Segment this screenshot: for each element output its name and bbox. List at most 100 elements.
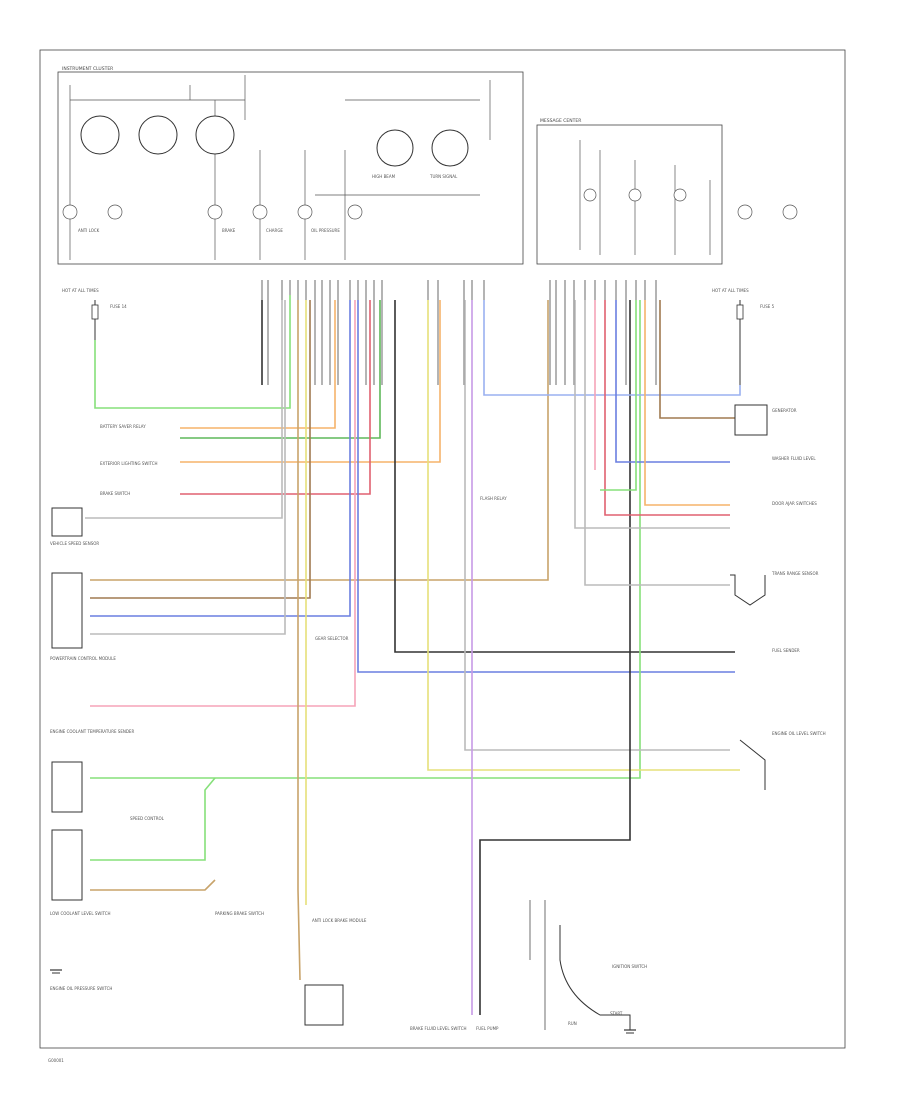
diagram-frame xyxy=(39,49,846,1049)
gauge-oil xyxy=(195,115,235,155)
label-pcm: POWERTRAIN CONTROL MODULE xyxy=(50,656,116,661)
cluster-label-2: BRAKE xyxy=(222,228,236,233)
wire-blue-washer xyxy=(615,300,730,463)
lamp-mc-5 xyxy=(782,204,798,220)
lamp-mc-1 xyxy=(583,188,597,202)
gauge-tachometer xyxy=(431,129,469,167)
left-fuse: HOT AT ALL TIMES FUSE 14 xyxy=(62,288,127,340)
wire-gray-trans xyxy=(584,300,730,586)
lamp-2 xyxy=(107,204,123,220)
label-ext-lighting: EXTERIOR LIGHTING SWITCH xyxy=(100,461,158,466)
label-gear-selector: GEAR SELECTOR xyxy=(315,636,349,641)
label-door: DOOR AJAR SWITCHES xyxy=(772,501,817,506)
label-ignition: IGNITION SWITCH xyxy=(612,964,647,969)
wire-green-battery xyxy=(180,300,381,439)
label-trans: TRANS RANGE SENSOR xyxy=(771,571,819,576)
wire-lightblue-msg xyxy=(483,300,741,396)
gauge-fuel xyxy=(138,115,178,155)
left-hot-label: HOT AT ALL TIMES xyxy=(62,288,99,293)
lamp-mc-2 xyxy=(628,188,642,202)
label-start: START xyxy=(610,1011,623,1016)
wire-black-gear xyxy=(394,300,735,653)
oil-switch-symbol xyxy=(739,739,766,790)
wire-pink-brake xyxy=(180,300,371,495)
wire-tan-lowcoolant xyxy=(90,879,216,891)
ground-symbols xyxy=(50,969,636,1034)
wire-tan-pcm2 xyxy=(90,300,311,599)
cluster-label-1: ANTI LOCK xyxy=(78,228,100,233)
instrument-cluster-box xyxy=(57,71,524,265)
wire-tan-abs xyxy=(297,300,301,981)
wire-green-right xyxy=(600,300,637,491)
lamp-3 xyxy=(207,204,223,220)
connector-pins xyxy=(261,280,657,385)
wire-green-left-fuse xyxy=(94,295,291,409)
coolant-sender xyxy=(51,761,83,813)
label-generator: GENERATOR xyxy=(772,408,797,413)
label-fuel-pump: FUEL PUMP xyxy=(476,1026,499,1031)
label-vss: VEHICLE SPEED SENSOR xyxy=(50,541,99,546)
label-oil-sender: ENGINE OIL PRESSURE SWITCH xyxy=(50,986,112,991)
middle-components: FLASH RELAY GEAR SELECTOR ANTI LOCK BRAK… xyxy=(215,496,507,1031)
wire-orange-door1 xyxy=(644,300,730,506)
cluster-label-5: HIGH BEAM xyxy=(372,174,396,179)
label-flash-relay: FLASH RELAY xyxy=(480,496,507,501)
cluster-label-6: TURN SIGNAL xyxy=(429,174,458,179)
label-parking: PARKING BRAKE SWITCH xyxy=(215,911,264,916)
wire-blue-fuelsender xyxy=(357,300,735,673)
wire-yellow-oil xyxy=(427,300,740,771)
label-battery-saver: BATTERY SAVER RELAY xyxy=(100,424,146,429)
left-components: BATTERY SAVER RELAY EXTERIOR LIGHTING SW… xyxy=(50,424,165,991)
label-oil-switch: ENGINE OIL LEVEL SWITCH xyxy=(772,731,826,736)
footer-code: G00001 xyxy=(48,1058,64,1063)
label-fuel-sender: FUEL SENDER xyxy=(772,648,800,653)
powertrain-control-module xyxy=(51,572,83,649)
right-fuse: HOT AT ALL TIMES FUSE 5 xyxy=(712,288,775,385)
lamp-mc-3 xyxy=(673,188,687,202)
message-center-box xyxy=(536,124,723,265)
cluster-label-3: CHARGE xyxy=(266,228,283,233)
gauge-coolant xyxy=(80,115,120,155)
wires xyxy=(85,295,741,1015)
cluster-header: INSTRUMENT CLUSTER xyxy=(62,66,113,72)
label-brake-switch: BRAKE SWITCH xyxy=(100,491,130,496)
wire-gray-pcm xyxy=(90,300,286,635)
lamp-1 xyxy=(62,204,78,220)
lamp-4 xyxy=(252,204,268,220)
wire-gray-oilswitch xyxy=(464,300,730,751)
gauge-speedometer xyxy=(376,129,414,167)
label-abs: ANTI LOCK BRAKE MODULE xyxy=(312,918,367,923)
left-fuse-label: FUSE 14 xyxy=(110,304,127,309)
low-coolant-switch xyxy=(51,829,83,901)
lamp-5 xyxy=(297,204,313,220)
wire-brown-generator xyxy=(659,300,735,419)
wire-red-door2 xyxy=(604,300,730,516)
lamp-6 xyxy=(347,204,363,220)
wire-green-coolant xyxy=(90,300,641,779)
vehicle-speed-sensor xyxy=(51,507,83,537)
indicator-lamps xyxy=(62,188,798,220)
label-fluid: BRAKE FLUID LEVEL SWITCH xyxy=(410,1026,467,1031)
label-run: RUN xyxy=(568,1021,577,1026)
right-fuse-label: FUSE 5 xyxy=(760,304,775,309)
abs-module xyxy=(304,984,344,1026)
wire-tan-pcm1 xyxy=(90,300,549,581)
label-speed-control: SPEED CONTROL xyxy=(130,816,165,821)
cluster-internal-lines xyxy=(69,75,711,260)
wire-pink-pcm xyxy=(90,300,356,707)
trans-switch-symbol xyxy=(730,574,766,606)
lamp-mc-4 xyxy=(737,204,753,220)
gauges xyxy=(80,115,469,167)
wire-green-lowcoolant xyxy=(90,777,216,861)
generator xyxy=(734,404,768,436)
right-components: GENERATOR WASHER FLUID LEVEL DOOR AJAR S… xyxy=(529,404,826,1030)
message-center-label: MESSAGE CENTER xyxy=(540,118,581,124)
label-coolant-sender: ENGINE COOLANT TEMPERATURE SENDER xyxy=(50,729,134,734)
label-low-coolant: LOW COOLANT LEVEL SWITCH xyxy=(50,911,111,916)
cluster-label-4: OIL PRESSURE xyxy=(311,228,340,233)
wire-black-fuel xyxy=(479,300,631,1015)
wire-blue-pcm xyxy=(90,300,351,617)
wire-gray-door3 xyxy=(574,300,730,529)
cluster-labels: ANTI LOCK BRAKE CHARGE OIL PRESSURE HIGH… xyxy=(78,174,458,233)
